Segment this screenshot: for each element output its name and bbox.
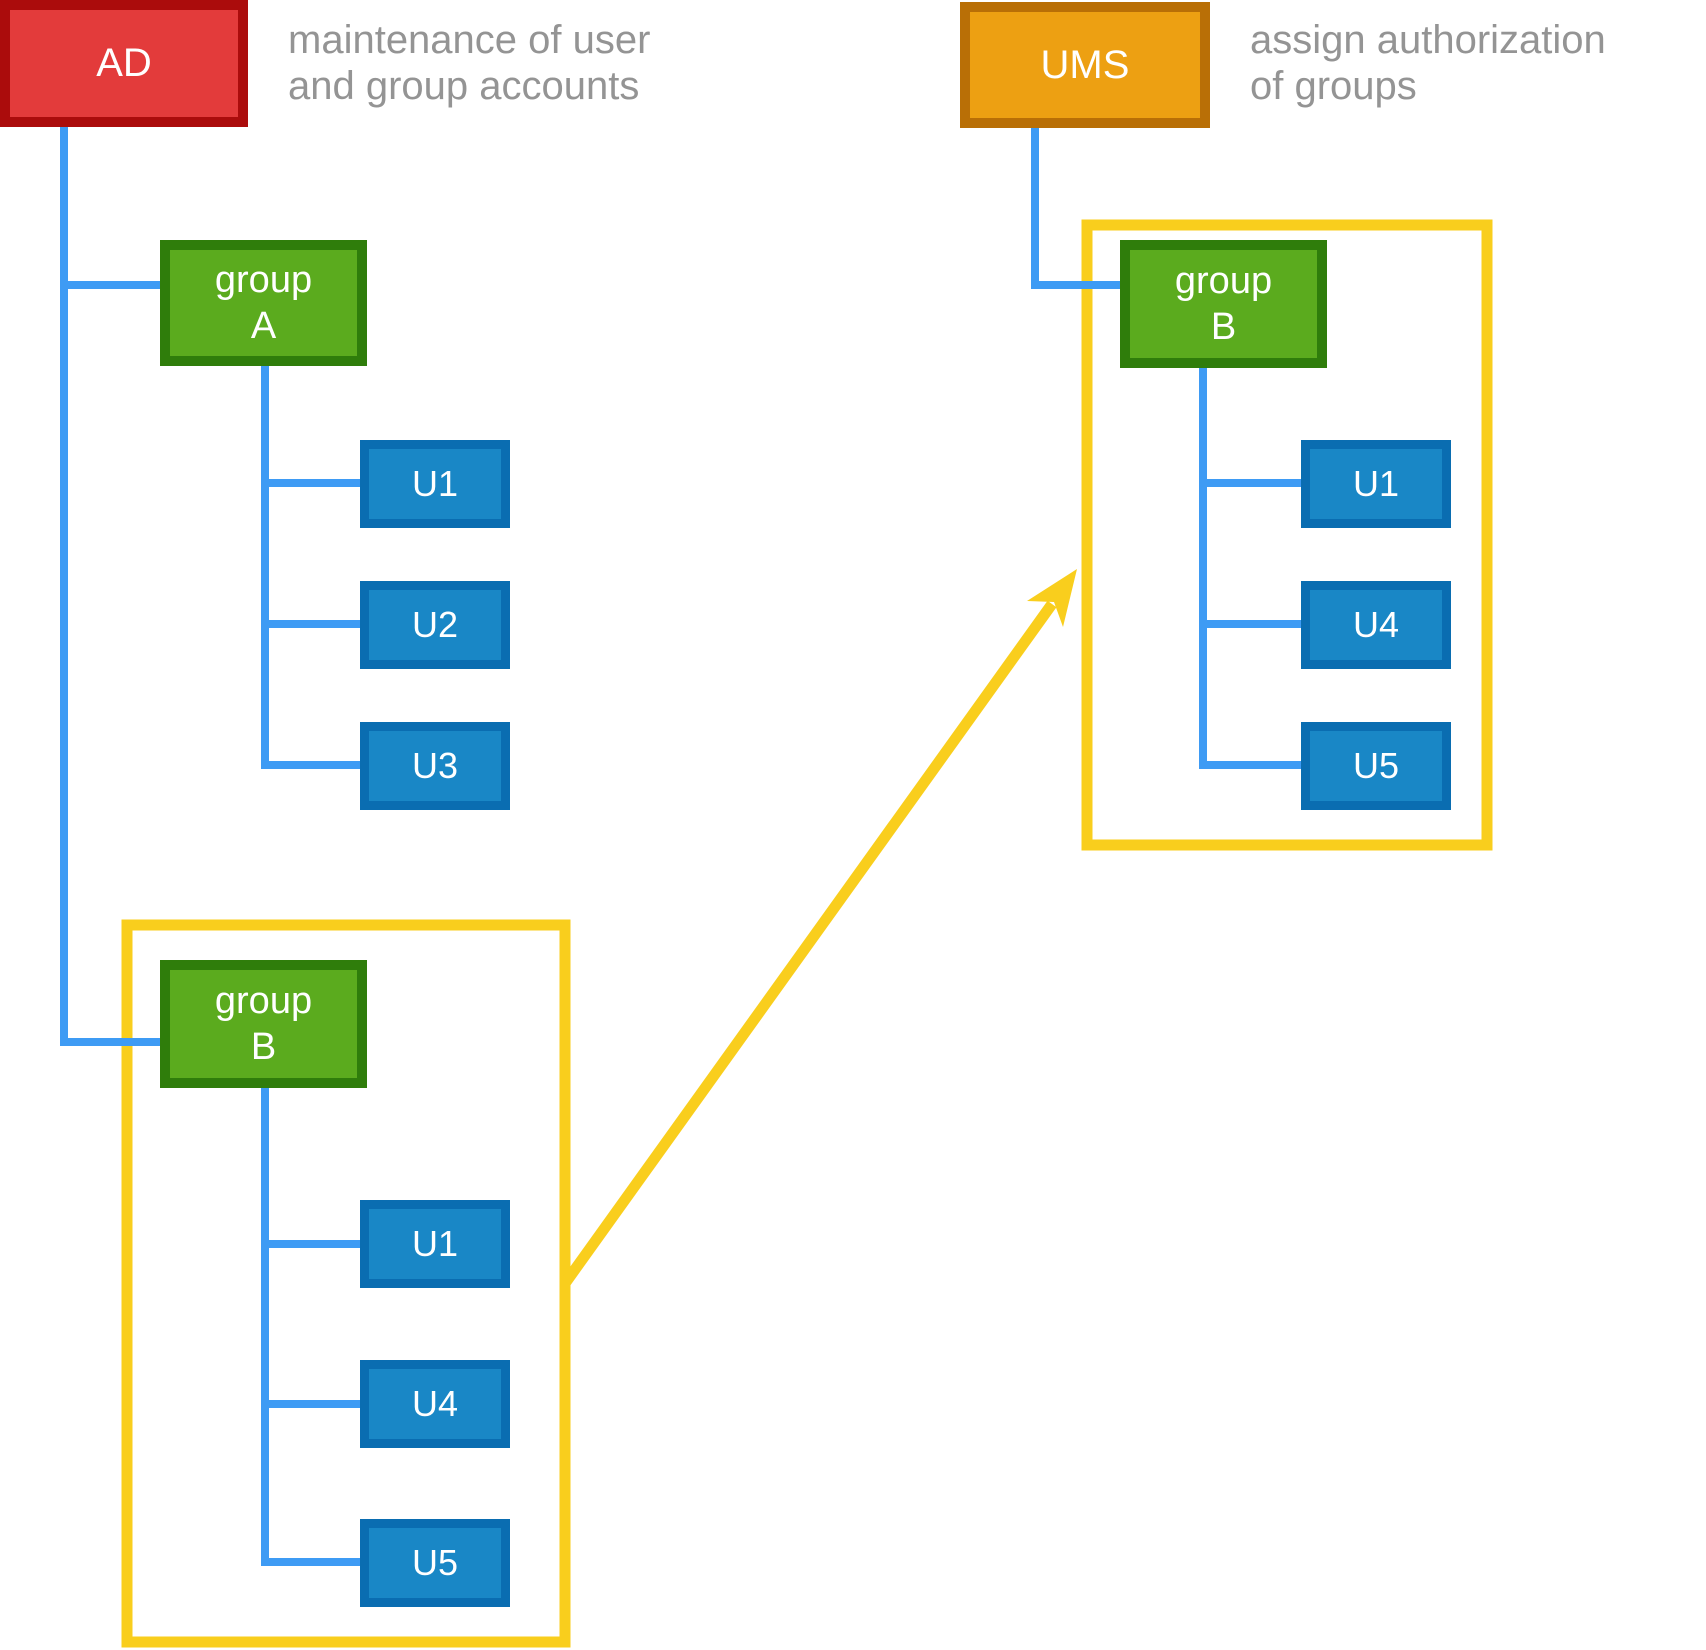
node-group-b-user-u1: U1: [360, 1200, 510, 1288]
node-group-b-synced-label: group B: [1174, 259, 1273, 348]
node-group-a-user-u1-label: U1: [411, 463, 459, 504]
sync-arrow-shaft: [561, 600, 1057, 1286]
node-synced-user-u5: U5: [1301, 722, 1451, 810]
annotation-ad: maintenance of user and group accounts: [288, 18, 650, 109]
highlight-box-synced-group: [1081, 219, 1493, 851]
annotation-ad-line2: and group accounts: [288, 63, 640, 108]
node-group-a-label: group A: [214, 258, 313, 347]
node-group-a-user-u1: U1: [360, 440, 510, 528]
connector-ums-to-group-b: [1031, 128, 1122, 289]
node-synced-user-u4: U4: [1301, 581, 1451, 669]
connector-group-a-tree: [261, 366, 362, 769]
node-group-b-user-u5: U5: [360, 1519, 510, 1607]
connector-group-b-tree: [261, 1088, 362, 1566]
sync-arrow: [561, 569, 1077, 1286]
node-group-a-user-u3-label: U3: [411, 745, 459, 786]
node-group-b-source: group B: [160, 960, 367, 1088]
node-group-b-user-u5-label: U5: [411, 1542, 459, 1583]
annotation-ad-line1: maintenance of user: [288, 18, 651, 62]
node-group-a-user-u3: U3: [360, 722, 510, 810]
annotation-ums-line1: assign authorization: [1250, 18, 1606, 62]
node-synced-user-u4-label: U4: [1352, 604, 1400, 645]
node-synced-user-u1: U1: [1301, 440, 1451, 528]
node-group-a-user-u2: U2: [360, 581, 510, 669]
node-ad: AD: [0, 0, 248, 127]
annotation-ums: assign authorization of groups: [1250, 18, 1606, 109]
node-group-b-user-u4-label: U4: [411, 1383, 459, 1424]
node-synced-user-u1-label: U1: [1352, 463, 1400, 504]
node-group-b-user-u4: U4: [360, 1360, 510, 1448]
annotation-ums-line2: of groups: [1250, 63, 1417, 108]
node-group-b-user-u1-label: U1: [411, 1223, 459, 1264]
node-ums-label: UMS: [1040, 42, 1130, 87]
node-ad-label: AD: [96, 41, 152, 85]
highlight-box-source-group: [121, 919, 571, 1648]
connector-ad-trunk: [60, 127, 162, 1046]
node-ums: UMS: [960, 2, 1210, 128]
node-group-b-source-label: group B: [214, 979, 313, 1068]
node-group-b-synced: group B: [1120, 240, 1327, 368]
node-group-a-user-u2-label: U2: [411, 604, 459, 645]
sync-arrow-head: [1027, 569, 1077, 627]
node-group-a: group A: [160, 240, 367, 366]
node-synced-user-u5-label: U5: [1352, 745, 1400, 786]
connector-synced-group-b-tree: [1199, 368, 1303, 769]
